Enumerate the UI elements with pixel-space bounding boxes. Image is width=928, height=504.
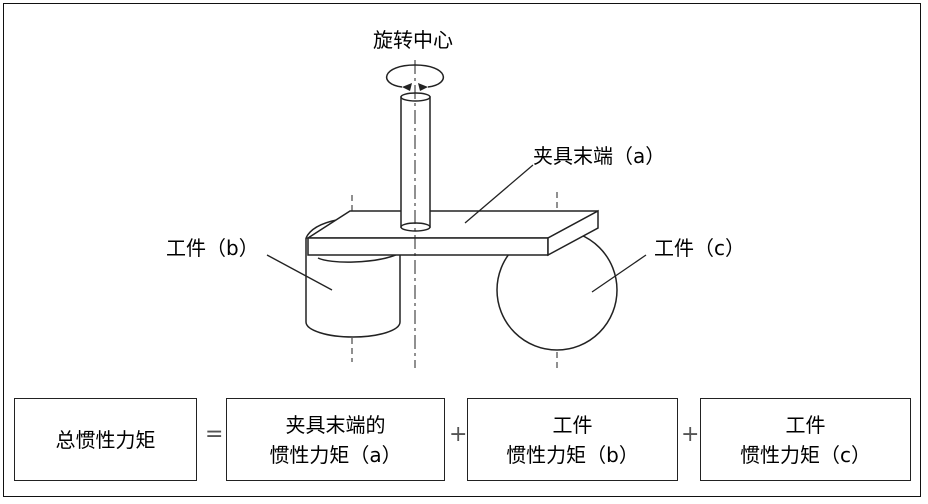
leader-workpiece-c [591,254,647,293]
fixture-plate [305,209,599,257]
plus-sign-1: + [449,422,468,447]
fixture-end-label: 夹具末端（a） [533,144,666,168]
fixture-inertia-line2: 惯性力矩（a） [269,442,402,467]
figure-frame [3,3,921,497]
plus-sign-2: + [681,422,700,447]
fixture-inertia-line1: 夹具末端的 [285,412,386,437]
workpiece-b-label: 工件（b） [166,236,259,260]
total-inertia-box: 总惯性力矩 [14,398,197,481]
workpiece-b-inertia-line1: 工件 [552,412,593,437]
equals-sign: = [205,422,224,447]
workpiece-c-inertia-box: 工件 惯性力矩（c） [700,398,911,481]
workpiece-c-inertia-line1: 工件 [785,412,826,437]
workpiece-c-inertia-line2: 惯性力矩（c） [740,442,871,467]
leader-fixture [464,164,534,224]
fixture-inertia-box: 夹具末端的 惯性力矩（a） [226,398,445,481]
workpiece-b-inertia-box: 工件 惯性力矩（b） [467,398,678,481]
total-inertia-text: 总惯性力矩 [55,427,156,452]
leader-workpiece-b [266,254,333,291]
rotation-center-label: 旋转中心 [373,28,453,52]
workpiece-b-inertia-line2: 惯性力矩（b） [506,442,639,467]
rotation-shaft [400,60,431,368]
workpiece-c-label: 工件（c） [654,236,745,260]
